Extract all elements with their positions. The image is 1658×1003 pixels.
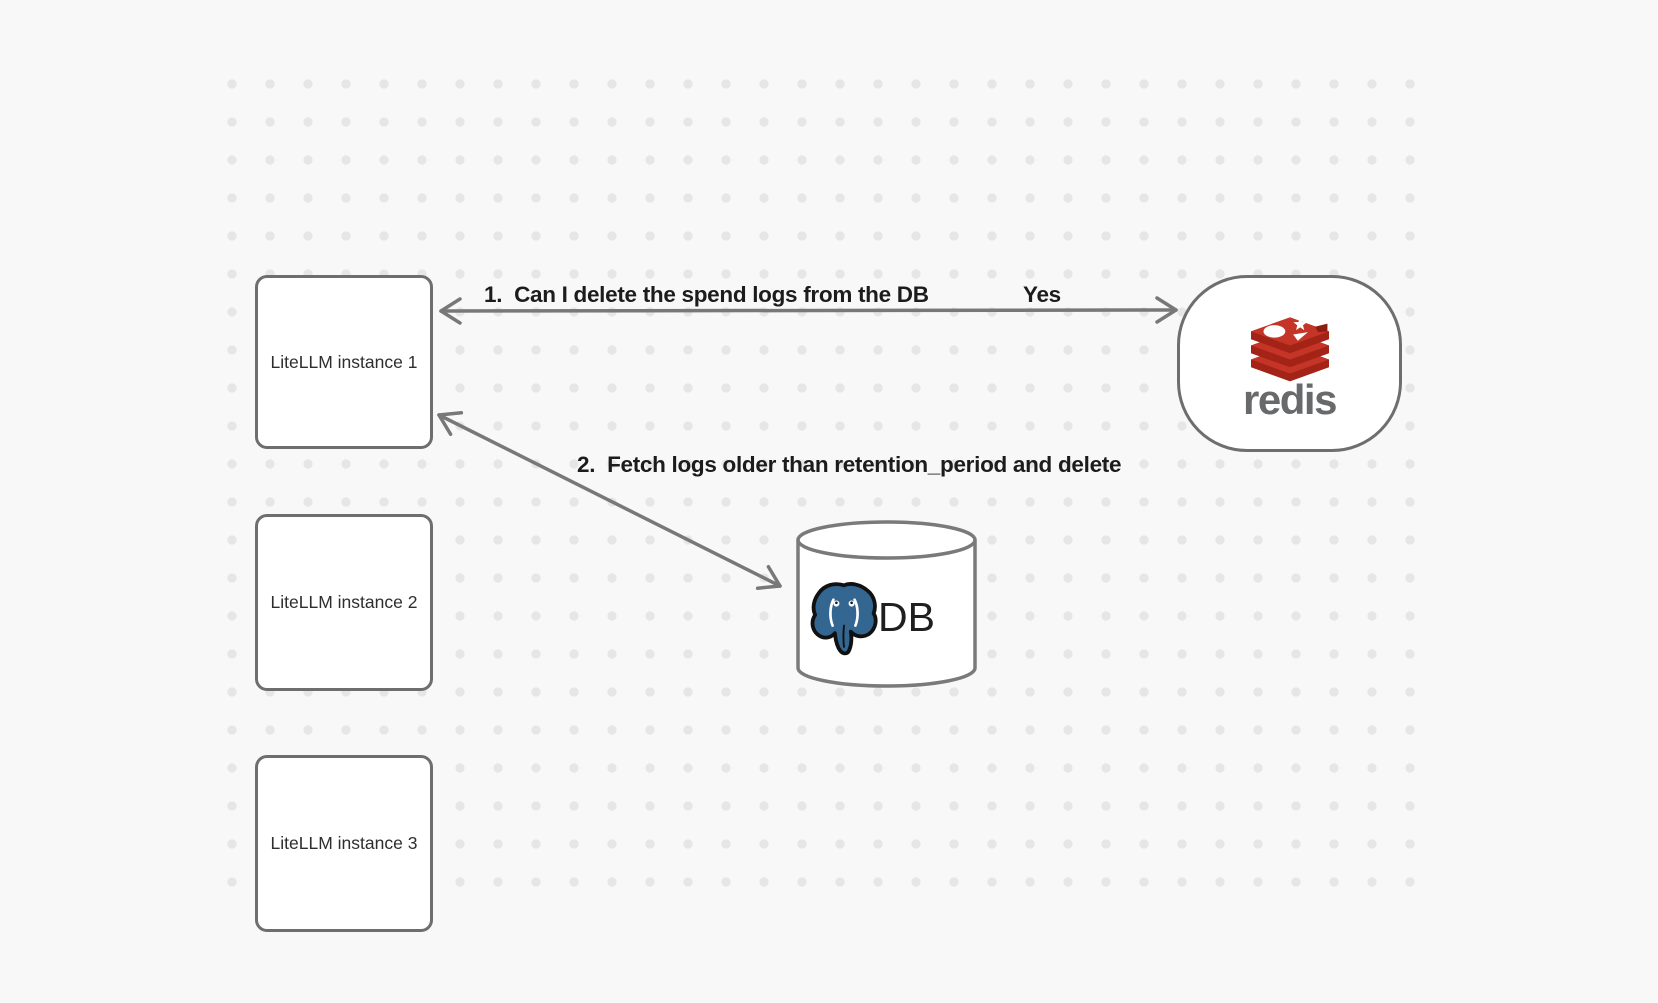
node-label: LiteLLM instance 2 [270, 592, 418, 612]
edge2-label[interactable]: 2. Fetch logs older than retention_perio… [577, 452, 1122, 477]
node-label: LiteLLM instance 1 [270, 351, 418, 372]
node-redis[interactable]: redis [1177, 275, 1402, 452]
edge1-label[interactable]: 1. Can I delete the spend logs from the … [484, 282, 929, 307]
node-litellm-instance-3[interactable]: LiteLLM instance 3 [255, 755, 433, 932]
edge1-response-label[interactable]: Yes [1023, 282, 1061, 307]
arrow-litellm-db[interactable] [437, 411, 782, 590]
node-litellm-instance-2[interactable]: LiteLLM instance 2 [255, 514, 433, 691]
node-litellm-instance-1[interactable]: LiteLLM instance 1 [255, 275, 433, 449]
redis-wordmark: redis [1243, 375, 1337, 423]
arrow-litellm-redis[interactable] [439, 296, 1178, 325]
redis-icon [1250, 316, 1329, 381]
postgresql-icon [810, 582, 878, 656]
db-label: DB [878, 594, 935, 640]
node-label: LiteLLM instance 3 [270, 833, 418, 853]
